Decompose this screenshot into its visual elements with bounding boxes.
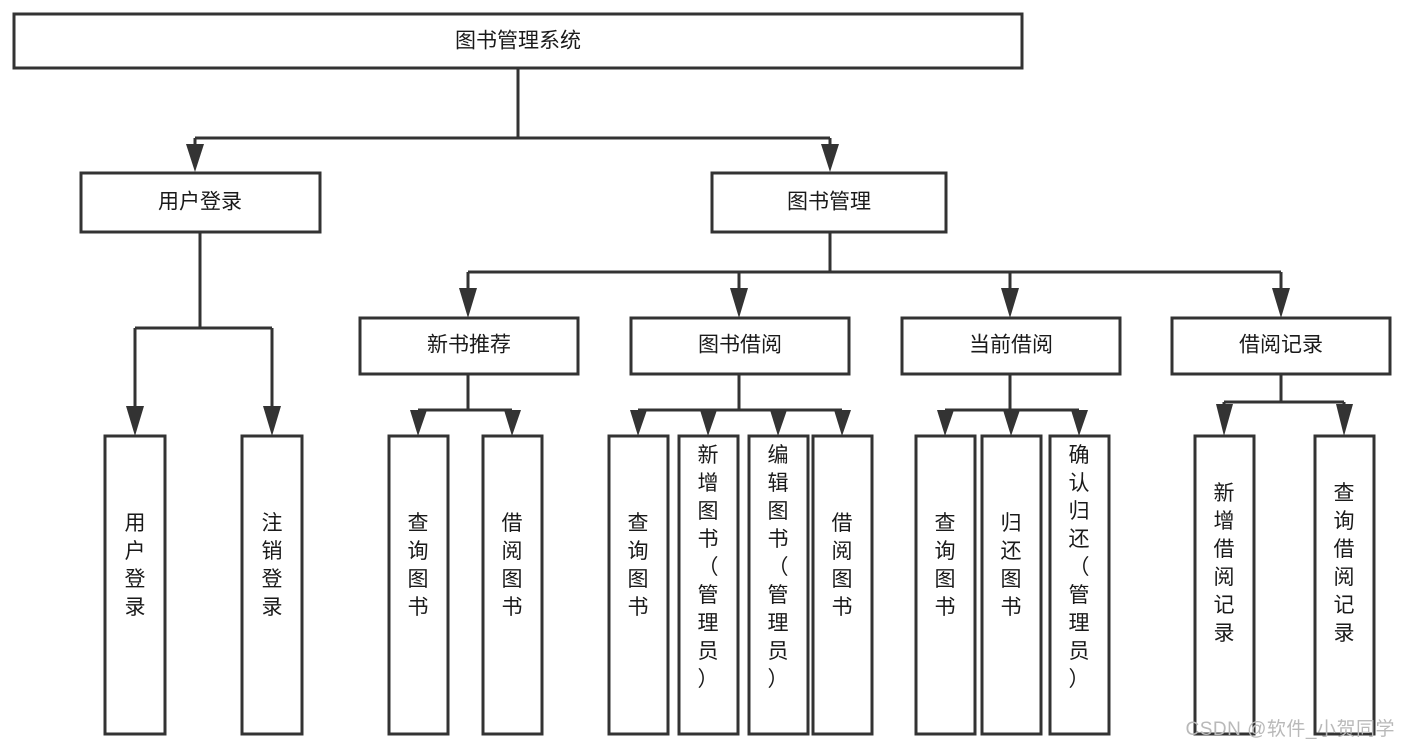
- node-leaf-edit-book-box[interactable]: [747, 434, 810, 736]
- node-leaf-confirm-return-box[interactable]: [1048, 434, 1111, 736]
- node-leaf-query-record-label: 查询借阅记录: [1334, 482, 1355, 645]
- node-leaf-user-login-box[interactable]: [103, 434, 167, 736]
- node-root-box[interactable]: [12, 12, 1024, 70]
- node-new-book-recommend-box[interactable]: [358, 316, 580, 376]
- node-leaf-query-book-1[interactable]: 查询图书: [387, 434, 450, 736]
- node-book-borrow[interactable]: 图书借阅: [629, 316, 851, 376]
- arrow-bookborrow-l1-icon: [630, 410, 647, 436]
- node-borrow-record-box[interactable]: [1170, 316, 1392, 376]
- node-current-borrow-box[interactable]: [900, 316, 1122, 376]
- node-book-management-label: 图书管理: [787, 191, 871, 214]
- node-user-login-box[interactable]: [79, 171, 322, 234]
- node-leaf-user-login-label: 用户登录: [125, 512, 146, 619]
- node-leaf-borrow-book-1-box[interactable]: [481, 434, 544, 736]
- arrow-bookmgmt-c4-icon: [1272, 288, 1290, 318]
- arrow-bookborrow-l4-icon: [834, 410, 851, 436]
- node-leaf-borrow-book-2[interactable]: 借阅图书: [811, 434, 874, 736]
- node-leaf-add-record-box[interactable]: [1193, 434, 1256, 736]
- arrow-bookmgmt-c2-icon: [730, 288, 748, 318]
- node-user-login[interactable]: 用户登录: [79, 171, 322, 234]
- node-leaf-add-record-label: 新增借阅记录: [1214, 482, 1235, 645]
- node-leaf-user-logout-box[interactable]: [240, 434, 304, 736]
- node-new-book-recommend-label: 新书推荐: [427, 334, 511, 357]
- arrow-borrowrecord-l2-icon: [1336, 404, 1353, 436]
- node-leaf-return-book-box[interactable]: [980, 434, 1043, 736]
- node-borrow-record[interactable]: 借阅记录: [1170, 316, 1392, 376]
- node-book-borrow-box[interactable]: [629, 316, 851, 376]
- node-current-borrow[interactable]: 当前借阅: [900, 316, 1122, 376]
- node-leaf-user-logout[interactable]: 注销登录: [240, 434, 304, 736]
- node-book-management-box[interactable]: [710, 171, 948, 234]
- node-root-label: 图书管理系统: [455, 30, 581, 53]
- arrow-currentborrow-l2-icon: [1003, 410, 1020, 436]
- node-leaf-return-book-label: 归还图书: [1001, 512, 1022, 619]
- arrow-root-to-bookmgmt-icon: [821, 144, 839, 172]
- node-leaf-query-book-2-label: 查询图书: [628, 512, 649, 619]
- arrow-userlogin-l2-icon: [263, 406, 281, 436]
- node-leaf-borrow-book-1-label: 借阅图书: [502, 512, 523, 619]
- arrow-currentborrow-l3-icon: [1071, 410, 1088, 436]
- arrow-newbook-l2-icon: [504, 410, 521, 436]
- node-leaf-return-book[interactable]: 归还图书: [980, 434, 1043, 736]
- node-leaf-user-logout-label: 注销登录: [262, 512, 283, 619]
- node-book-management[interactable]: 图书管理: [710, 171, 948, 234]
- node-leaf-add-book[interactable]: 新增图书（管理员）: [677, 434, 740, 736]
- arrow-userlogin-l1-icon: [126, 406, 144, 436]
- node-leaf-user-login[interactable]: 用户登录: [103, 434, 167, 736]
- node-leaf-query-record[interactable]: 查询借阅记录: [1313, 434, 1376, 736]
- node-leaf-add-record[interactable]: 新增借阅记录: [1193, 434, 1256, 736]
- node-leaf-borrow-book-1[interactable]: 借阅图书: [481, 434, 544, 736]
- arrow-root-to-userlogin-icon: [186, 144, 204, 172]
- node-borrow-record-label: 借阅记录: [1239, 334, 1323, 357]
- node-leaf-query-record-box[interactable]: [1313, 434, 1376, 736]
- connector-layer: [126, 68, 1353, 436]
- arrow-bookborrow-l3-icon: [770, 410, 787, 436]
- node-user-login-label: 用户登录: [158, 191, 242, 214]
- node-leaf-query-book-1-box[interactable]: [387, 434, 450, 736]
- node-leaf-confirm-return-label: 确认归还（管理员）: [1069, 444, 1090, 691]
- node-leaf-query-book-3[interactable]: 查询图书: [914, 434, 977, 736]
- node-book-borrow-label: 图书借阅: [698, 334, 782, 357]
- node-leaf-confirm-return[interactable]: 确认归还（管理员）: [1048, 434, 1111, 736]
- arrow-bookmgmt-c1-icon: [459, 288, 477, 318]
- node-leaf-borrow-book-2-label: 借阅图书: [832, 512, 853, 619]
- node-new-book-recommend[interactable]: 新书推荐: [358, 316, 580, 376]
- node-leaf-add-book-box[interactable]: [677, 434, 740, 736]
- node-leaf-edit-book[interactable]: 编辑图书（管理员）: [747, 434, 810, 736]
- arrow-bookmgmt-c3-icon: [1001, 288, 1019, 318]
- node-leaf-borrow-book-2-box[interactable]: [811, 434, 874, 736]
- node-leaf-query-book-1-label: 查询图书: [408, 512, 429, 619]
- node-leaf-query-book-2-box[interactable]: [607, 434, 670, 736]
- node-current-borrow-label: 当前借阅: [969, 334, 1053, 357]
- node-leaf-query-book-2[interactable]: 查询图书: [607, 434, 670, 736]
- arrow-borrowrecord-l1-icon: [1216, 404, 1233, 436]
- arrow-bookborrow-l2-icon: [700, 410, 717, 436]
- node-leaf-edit-book-label: 编辑图书（管理员）: [768, 444, 789, 691]
- arrow-newbook-l1-icon: [410, 410, 427, 436]
- node-root[interactable]: 图书管理系统: [12, 12, 1024, 70]
- node-leaf-query-book-3-label: 查询图书: [935, 512, 956, 619]
- node-leaf-add-book-label: 新增图书（管理员）: [698, 444, 719, 691]
- node-leaf-query-book-3-box[interactable]: [914, 434, 977, 736]
- arrow-currentborrow-l1-icon: [937, 410, 954, 436]
